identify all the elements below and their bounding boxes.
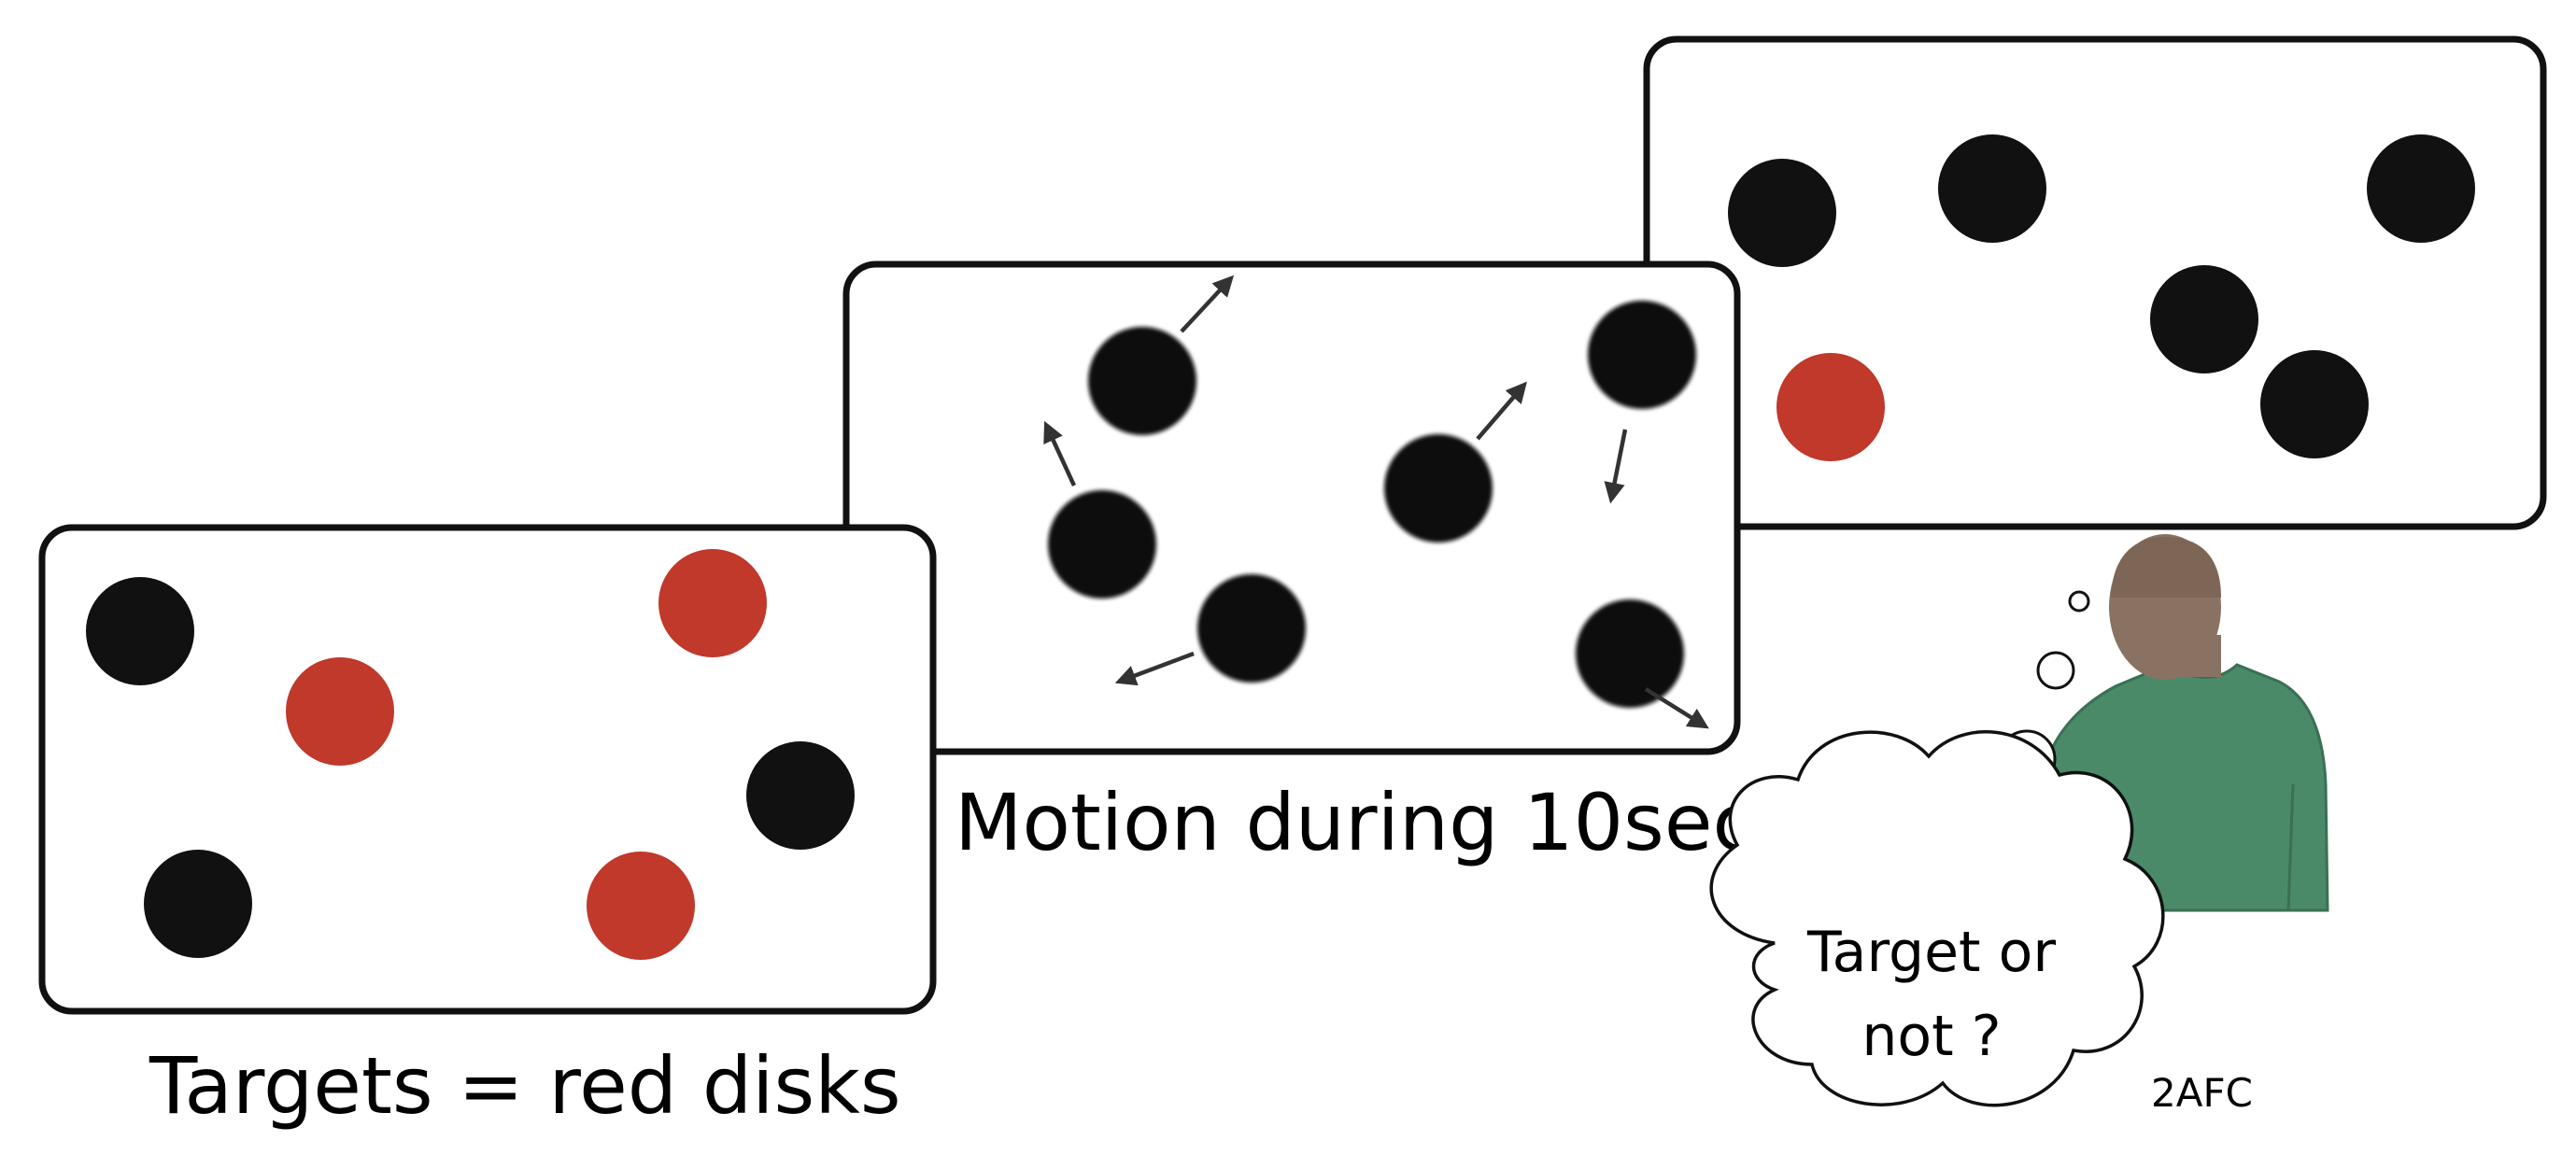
motion-arrow bbox=[1644, 687, 1709, 729]
motion-arrow bbox=[1043, 420, 1077, 486]
distractor-disk bbox=[1728, 159, 1836, 267]
targets-caption: Targets = red disks bbox=[149, 1040, 901, 1132]
moving-disk bbox=[1048, 490, 1156, 599]
thought-dot bbox=[2036, 651, 2075, 690]
moving-disk bbox=[1197, 574, 1306, 683]
distractor-disk bbox=[2260, 350, 2369, 458]
motion-arrow bbox=[1476, 381, 1527, 441]
thought-bubble: Target or not ? bbox=[1709, 590, 2165, 1107]
targets-panel bbox=[38, 524, 937, 1015]
target-red-disk bbox=[658, 549, 767, 657]
distractor-disk bbox=[2367, 134, 2475, 243]
distractor-disk bbox=[1938, 134, 2046, 243]
motion-arrow bbox=[1604, 429, 1628, 504]
motion-caption: Motion during 10sec bbox=[955, 777, 1756, 868]
target-red-disk bbox=[587, 852, 695, 960]
target-red-disk bbox=[286, 657, 394, 766]
moving-disk bbox=[1088, 327, 1196, 435]
moving-disk bbox=[1384, 434, 1493, 542]
thought-text-line2: not ? bbox=[1861, 1004, 2001, 1069]
response-panel bbox=[1643, 35, 2547, 530]
thought-dot bbox=[2068, 590, 2090, 613]
moving-disk bbox=[1588, 301, 1696, 409]
motion-arrow bbox=[1180, 275, 1235, 333]
motion-arrow bbox=[1114, 651, 1195, 686]
motion-panel bbox=[842, 261, 1741, 755]
distractor-disk bbox=[86, 577, 194, 685]
distractor-disk bbox=[746, 741, 855, 850]
distractor-disk bbox=[2150, 265, 2258, 373]
moving-disk bbox=[1576, 599, 1684, 708]
probe-red-disk bbox=[1776, 353, 1885, 461]
task-label-2afc: 2AFC bbox=[2151, 1070, 2253, 1116]
thought-cloud bbox=[1709, 730, 2165, 1107]
distractor-disk bbox=[144, 850, 252, 958]
thought-text-line1: Target or bbox=[1806, 920, 2056, 985]
